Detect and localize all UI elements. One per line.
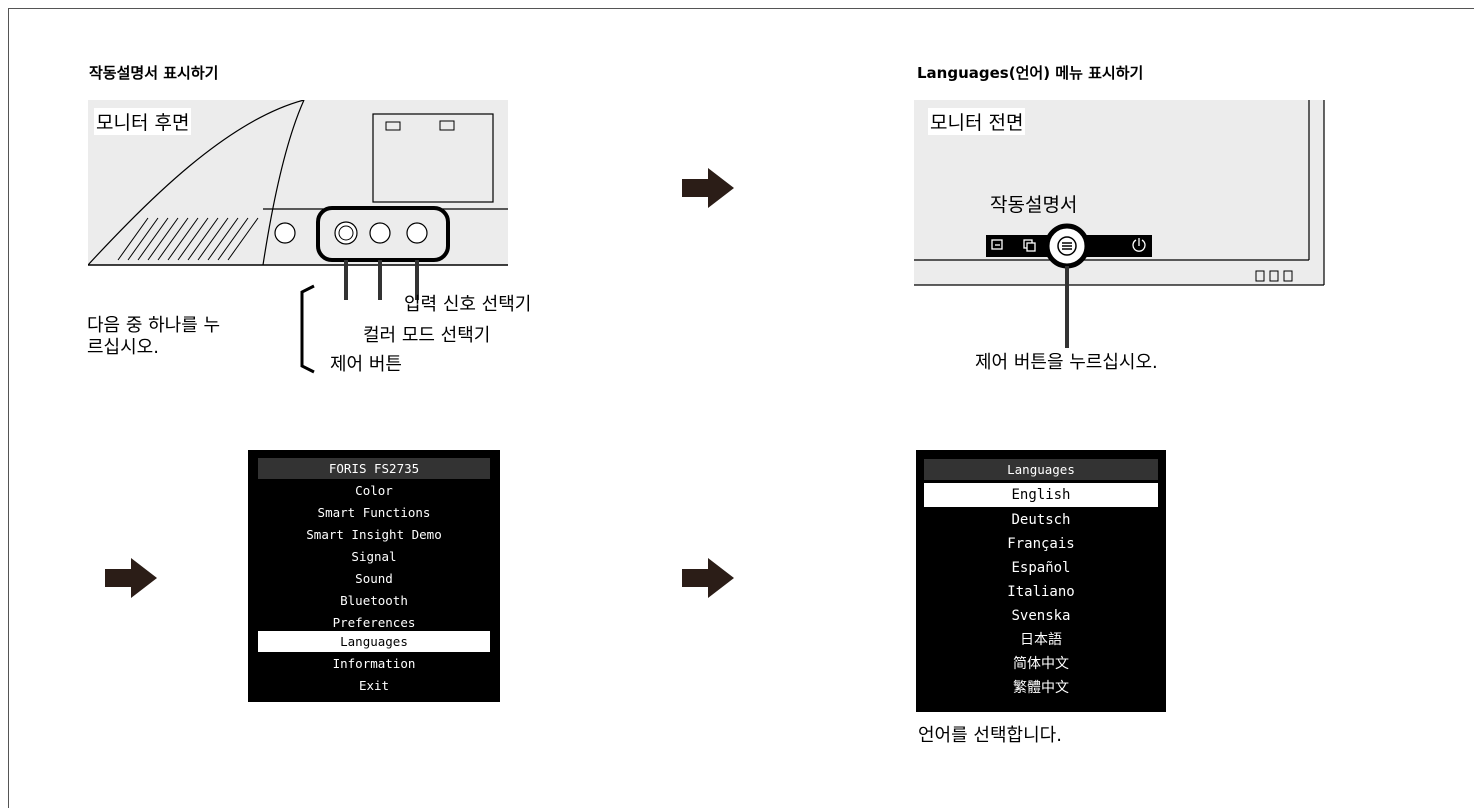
menu-item-smart-insight-demo[interactable]: Smart Insight Demo <box>306 527 442 542</box>
callout-input-selector: 입력 신호 선택기 <box>404 294 532 315</box>
rear-label: 모니터 후면 <box>94 108 192 135</box>
languages-menu-title: Languages <box>924 459 1158 480</box>
manual-label: 작동설명서 <box>990 194 1078 216</box>
rear-instruction: 다음 중 하나를 누 르십시오. <box>87 315 220 359</box>
bracket <box>300 284 315 374</box>
monitor-front-illustration <box>914 100 1325 348</box>
menu-item-languages[interactable]: Languages <box>258 631 490 652</box>
rear-instruction-line-1: 다음 중 하나를 누 <box>87 315 221 336</box>
heading-show-languages: Languages(언어) 메뉴 표시하기 <box>917 64 1144 82</box>
rear-instruction-line-2: 르십시오. <box>87 337 159 358</box>
menu-item-sound[interactable]: Sound <box>355 571 393 586</box>
language-option-espanol[interactable]: Español <box>1011 560 1071 576</box>
language-caption: 언어를 선택합니다. <box>918 725 1062 746</box>
right-arrow-icon <box>682 168 734 208</box>
language-option-english[interactable]: English <box>924 483 1158 507</box>
menu-item-preferences[interactable]: Preferences <box>332 615 416 630</box>
menu-item-smart-functions[interactable]: Smart Functions <box>317 505 431 520</box>
language-option-francais[interactable]: Français <box>1007 536 1075 552</box>
right-arrow-icon <box>105 558 157 598</box>
language-option-svenska[interactable]: Svenska <box>1011 608 1071 624</box>
callout-control-button: 제어 버튼 <box>330 354 402 375</box>
front-caption: 제어 버튼을 누르십시오. <box>975 352 1158 373</box>
menu-item-information[interactable]: Information <box>332 656 416 671</box>
callout-color-mode-selector: 컬러 모드 선택기 <box>363 325 491 346</box>
language-option-traditional-chinese[interactable]: 繁體中文 <box>1013 680 1069 696</box>
page-frame <box>8 8 1474 808</box>
heading-show-manual: 작동설명서 표시하기 <box>89 64 219 82</box>
language-option-japanese[interactable]: 日本語 <box>1020 632 1062 648</box>
front-label: 모니터 전면 <box>928 108 1026 135</box>
main-menu-title: FORIS FS2735 <box>258 458 490 479</box>
menu-item-signal[interactable]: Signal <box>351 549 397 564</box>
main-menu-screen: FORIS FS2735 Color Smart Functions Smart… <box>248 450 500 702</box>
menu-item-bluetooth[interactable]: Bluetooth <box>340 593 408 608</box>
language-option-simplified-chinese[interactable]: 简体中文 <box>1013 656 1069 672</box>
languages-menu-screen: Languages English Deutsch Français Españ… <box>916 450 1166 712</box>
language-option-deutsch[interactable]: Deutsch <box>1011 512 1071 528</box>
right-arrow-icon <box>682 558 734 598</box>
menu-item-exit[interactable]: Exit <box>358 678 390 693</box>
menu-item-color[interactable]: Color <box>355 483 393 498</box>
language-option-italiano[interactable]: Italiano <box>1007 584 1075 600</box>
